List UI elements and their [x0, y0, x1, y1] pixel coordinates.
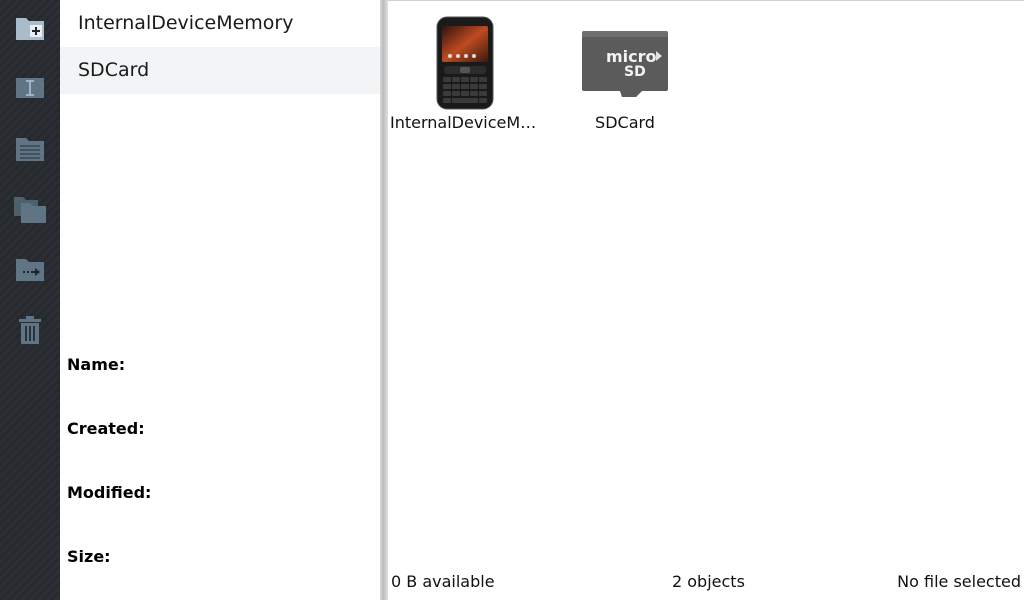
blackberry-phone-icon	[436, 16, 494, 110]
location-sdcard[interactable]: SDCard	[60, 47, 380, 94]
content-area: InternalDeviceMemory micro SD SDCard 0 B…	[388, 0, 1024, 600]
new-folder-icon[interactable]	[12, 10, 48, 46]
svg-text:SD: SD	[624, 64, 646, 80]
copy-icon[interactable]	[12, 191, 48, 227]
properties-icon[interactable]	[12, 131, 48, 167]
status-bar: 0 B available 2 objects No file selected	[388, 572, 1024, 596]
property-name: Name:	[67, 355, 131, 374]
property-name-label: Name:	[67, 355, 126, 374]
item-label: InternalDeviceMemory	[390, 113, 540, 132]
property-created: Created:	[67, 419, 151, 438]
delete-icon[interactable]	[12, 312, 48, 348]
property-size: Size:	[67, 547, 117, 566]
location-internal-memory[interactable]: InternalDeviceMemory	[78, 12, 294, 34]
move-icon[interactable]	[12, 251, 48, 287]
property-modified: Modified:	[67, 483, 157, 502]
item-internal-memory[interactable]: InternalDeviceMemory	[390, 15, 540, 132]
item-sdcard[interactable]: micro SD SDCard	[550, 15, 700, 132]
status-count: 2 objects	[672, 572, 745, 591]
property-size-label: Size:	[67, 547, 111, 566]
property-created-label: Created:	[67, 419, 145, 438]
location-panel: InternalDeviceMemory SDCard Name: Create…	[60, 0, 380, 600]
action-toolbar	[0, 0, 60, 600]
panel-divider[interactable]	[380, 0, 388, 600]
rename-icon[interactable]	[12, 70, 48, 106]
status-selection: No file selected	[897, 572, 1021, 591]
microsd-card-icon: micro SD	[582, 31, 668, 97]
svg-text:micro: micro	[606, 47, 657, 66]
status-available: 0 B available	[391, 572, 495, 591]
item-label: SDCard	[595, 113, 655, 132]
property-modified-label: Modified:	[67, 483, 152, 502]
